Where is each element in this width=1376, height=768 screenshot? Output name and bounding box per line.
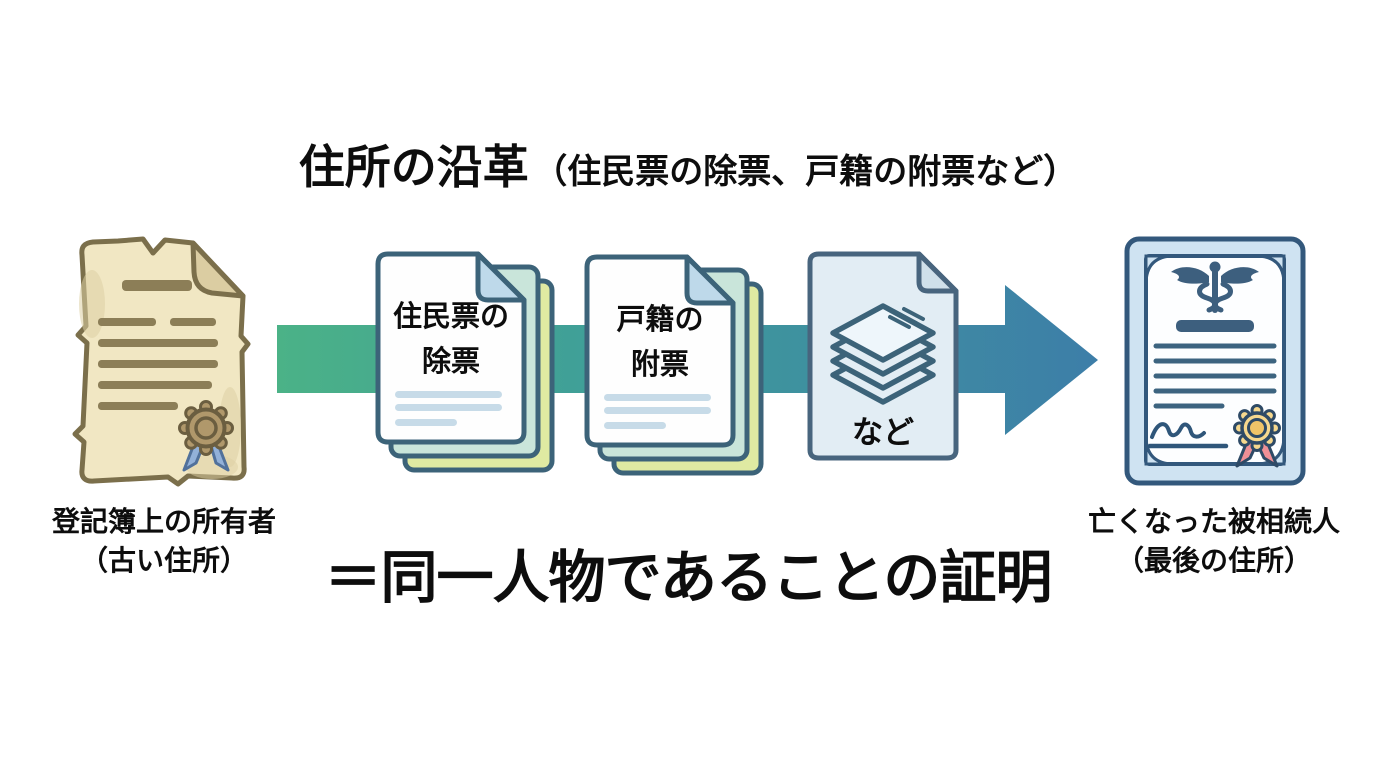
parchment-text-lines — [98, 280, 218, 410]
right-caption: 亡くなった被相続人 （最後の住所） — [1064, 502, 1364, 580]
page-title-main: 住所の沿革 — [298, 141, 529, 193]
folded-corner — [684, 254, 736, 306]
document-label-line2: 除票 — [421, 345, 480, 378]
page-title-sub: （住民票の除票、戸籍の附票など） — [533, 153, 1078, 191]
document-stack-icon — [584, 254, 764, 476]
left-caption: 登記簿上の所有者 （古い住所） — [18, 502, 310, 580]
text-lines — [395, 391, 502, 426]
text-lines — [604, 394, 711, 429]
parchment-fold-corner — [190, 240, 246, 299]
document-label: 戸籍の 附票 — [587, 298, 733, 388]
document-stack-icon — [375, 251, 555, 473]
folded-corner — [916, 251, 959, 294]
document-label: 住民票の 除票 — [378, 295, 524, 385]
right-caption-line2: （最後の住所） — [1115, 545, 1312, 577]
award-rosette-icon — [1233, 404, 1281, 468]
conclusion-text: ＝同一人物であることの証明 — [324, 546, 1053, 610]
corner-ornaments — [1144, 254, 1286, 466]
parchment-deed-icon — [72, 236, 251, 487]
document-label-line1: 戸籍の — [616, 304, 704, 336]
signature-icon — [1147, 422, 1229, 449]
document-stack-koseki: 戸籍の 附票 — [584, 254, 779, 504]
page-title: 住所の沿革 （住民票の除票、戸籍の附票など） — [0, 131, 1376, 197]
paper-pile-document-icon — [807, 251, 959, 461]
certificate-title-bar — [1176, 320, 1254, 332]
wax-seal-icon — [178, 400, 234, 472]
folded-corner — [475, 251, 527, 303]
caduceus-icon — [1171, 261, 1259, 313]
certificate-icon — [1124, 236, 1306, 486]
left-caption-line2: （古い住所） — [79, 545, 248, 577]
right-caption-line1: 亡くなった被相続人 — [1087, 506, 1340, 537]
document-etc-label: など — [852, 415, 914, 450]
document-stack-juminhyo: 住民票の 除票 — [375, 251, 570, 501]
document-etc: など — [806, 251, 966, 463]
document-label-line2: 附票 — [630, 348, 689, 381]
document-label-line1: 住民票の — [392, 301, 509, 333]
left-caption-line1: 登記簿上の所有者 — [51, 506, 276, 537]
certificate-text-lines — [1153, 343, 1277, 409]
